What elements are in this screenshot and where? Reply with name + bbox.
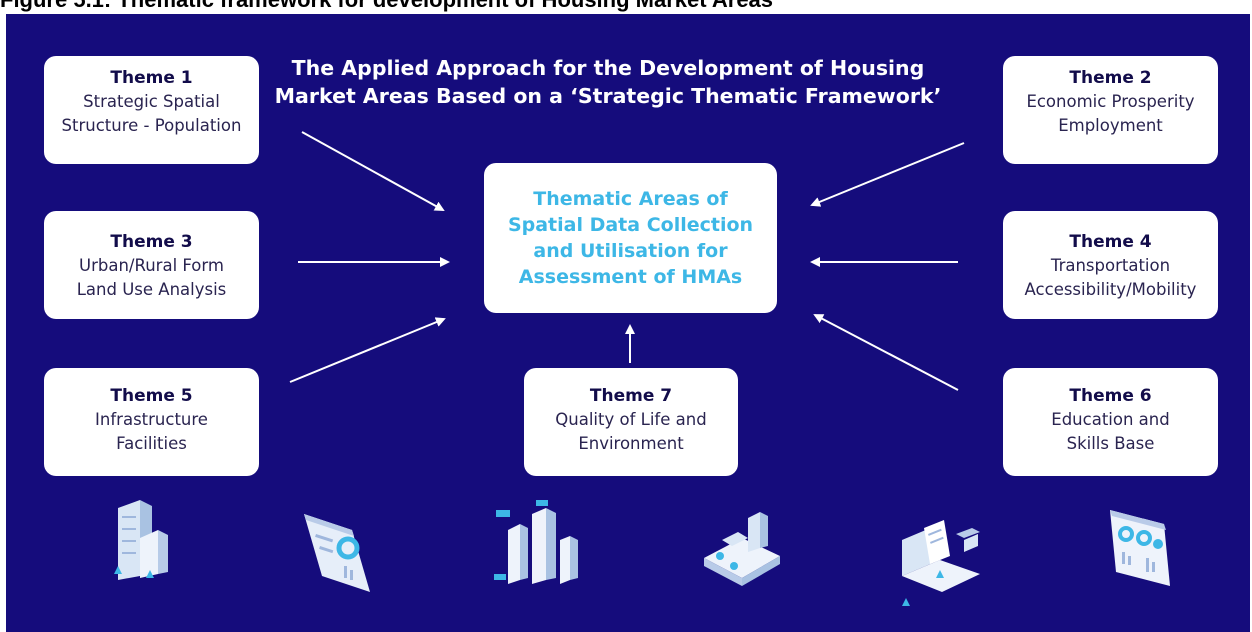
buildings-icon xyxy=(114,500,168,580)
theme-6-line1: Education and xyxy=(1051,410,1170,429)
theme-2-title: Theme 2 xyxy=(1069,68,1152,88)
theme-1-box: Theme 1 Strategic Spatial Structure - Po… xyxy=(44,56,259,164)
theme-4-title: Theme 4 xyxy=(1069,232,1152,252)
theme-3-box: Theme 3 Urban/Rural Form Land Use Analys… xyxy=(44,211,259,319)
theme-5-line1: Infrastructure xyxy=(95,410,208,429)
center-label: Thematic Areas of Spatial Data Collectio… xyxy=(507,188,754,288)
dashboard-chart-icon xyxy=(304,514,370,592)
theme-1-line1: Strategic Spatial xyxy=(83,92,220,111)
theme-3-title: Theme 3 xyxy=(110,232,193,252)
theme-5-title: Theme 5 xyxy=(110,386,193,406)
laptop-document-icon xyxy=(902,520,980,606)
theme-1-line2: Structure - Population xyxy=(61,116,242,135)
theme-6-box: Theme 6 Education and Skills Base xyxy=(1003,368,1218,476)
theme-7-title: Theme 7 xyxy=(589,386,673,406)
theme-6-title: Theme 6 xyxy=(1069,386,1152,406)
theme-7-box: Theme 7 Quality of Life and Environment xyxy=(524,368,738,476)
arrow-theme-2 xyxy=(810,142,965,207)
theme-5-line2: Facilities xyxy=(116,434,187,453)
theme-7-line2: Environment xyxy=(578,434,684,453)
diagram-headline: The Applied Approach for the Development… xyxy=(274,56,942,108)
arrow-theme-5 xyxy=(289,317,446,383)
arrow-theme-6 xyxy=(813,314,959,391)
analytics-screen-icon xyxy=(1110,510,1170,586)
center-box: Thematic Areas of Spatial Data Collectio… xyxy=(484,163,777,313)
theme-6-line2: Skills Base xyxy=(1066,434,1155,453)
figure-caption: Figure 5.1: Thematic framework for devel… xyxy=(0,0,773,13)
theme-2-box: Theme 2 Economic Prosperity Employment xyxy=(1003,56,1218,164)
bar-chart-3d-icon xyxy=(494,500,578,584)
theme-3-line2: Land Use Analysis xyxy=(76,280,227,299)
theme-1-title: Theme 1 xyxy=(110,68,193,88)
theme-7-line1: Quality of Life and xyxy=(555,410,707,429)
city-block-icon xyxy=(704,512,780,586)
theme-4-box: Theme 4 Transportation Accessibility/Mob… xyxy=(1003,211,1218,319)
theme-4-line1: Transportation xyxy=(1050,256,1171,275)
theme-2-line1: Economic Prosperity xyxy=(1026,92,1195,111)
theme-3-line1: Urban/Rural Form xyxy=(79,256,224,275)
theme-4-line2: Accessibility/Mobility xyxy=(1024,280,1197,299)
theme-2-line2: Employment xyxy=(1058,116,1163,135)
theme-5-box: Theme 5 Infrastructure Facilities xyxy=(44,368,259,476)
arrow-theme-1 xyxy=(301,131,445,211)
